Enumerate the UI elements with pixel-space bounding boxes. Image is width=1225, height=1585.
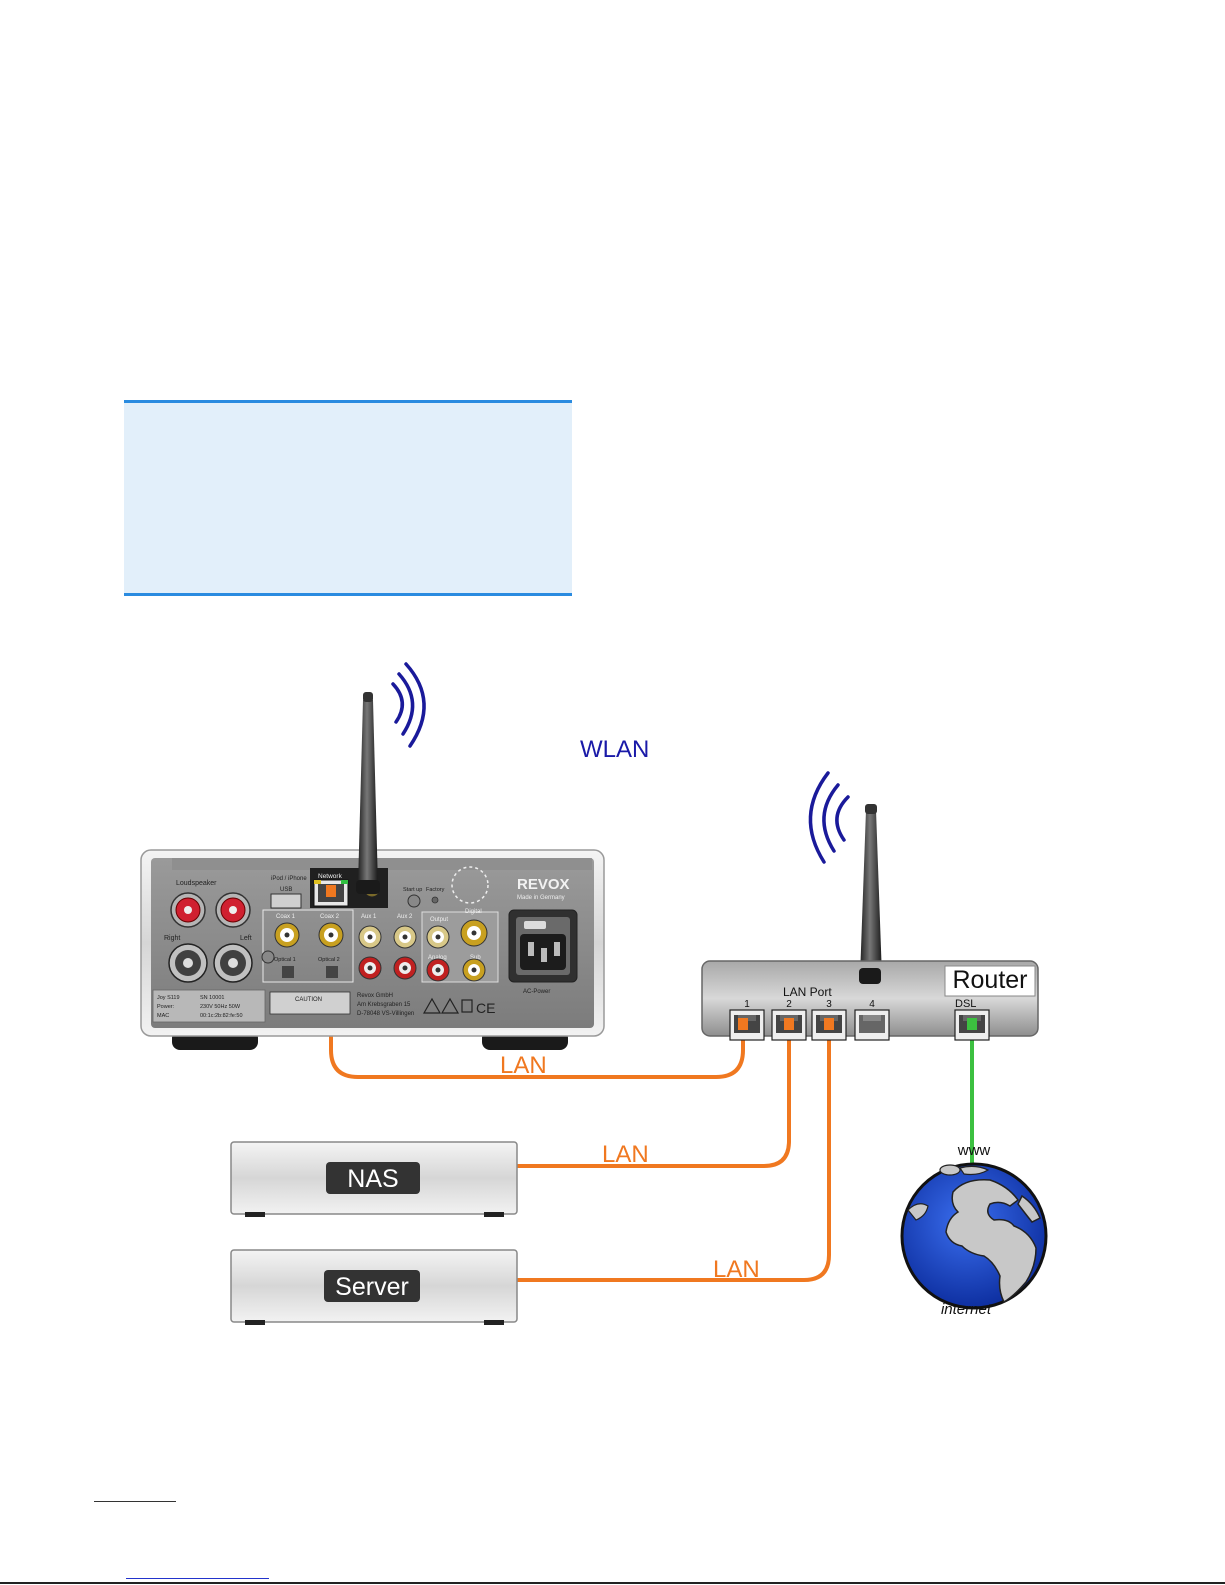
router-label: Router [952, 966, 1027, 994]
router-port-4: 4 [854, 999, 890, 1041]
svg-text:Optical 2: Optical 2 [318, 957, 340, 963]
svg-text:Loudspeaker: Loudspeaker [176, 880, 217, 887]
svg-text:D-78048 VS-Villingen: D-78048 VS-Villingen [357, 1011, 414, 1017]
nas-box: NAS [230, 1141, 518, 1217]
router: Router LAN Port DSL 1 2 3 4 [701, 804, 1039, 1041]
footnote-rule [94, 1501, 176, 1502]
speaker-terminal-red-left [215, 892, 251, 928]
svg-text:Analog: Analog [428, 955, 447, 961]
svg-text:00:1c:2b:82:fe:50: 00:1c:2b:82:fe:50 [200, 1013, 243, 1019]
dsl-port-label: DSL [955, 998, 976, 1010]
footer-link-underline [126, 1578, 269, 1579]
device-antenna [356, 692, 380, 894]
page-bottom-rule [0, 1582, 1225, 1584]
svg-text:Factory: Factory [426, 887, 445, 893]
svg-text:CAUTION: CAUTION [295, 997, 322, 1003]
svg-text:Made in Germany: Made in Germany [517, 895, 565, 901]
port-number: 1 [744, 999, 750, 1010]
svg-text:USB: USB [280, 887, 292, 893]
rca-digital [460, 919, 488, 947]
lan-label-device: LAN [500, 1052, 547, 1079]
server-box: Server [230, 1249, 518, 1325]
lan-label-server: LAN [713, 1256, 760, 1283]
svg-text:Power:: Power: [157, 1004, 175, 1010]
rca-coax1 [274, 922, 300, 948]
rca-aux2-red [393, 956, 417, 980]
audio-device: Loudspeaker Right Left Joy S119 SN 10001… [140, 692, 605, 1050]
port-number: 3 [826, 999, 832, 1010]
wlan-label: WLAN [580, 736, 649, 763]
svg-text:SN 10001: SN 10001 [200, 995, 224, 1001]
rca-aux2-white [393, 925, 417, 949]
www-label: www [957, 1142, 991, 1159]
svg-text:Optical 1: Optical 1 [274, 957, 296, 963]
rca-out-red [426, 958, 450, 982]
svg-text:iPod / iPhone: iPod / iPhone [271, 876, 307, 882]
port-number: 4 [869, 999, 875, 1010]
speaker-terminal-black-left [213, 943, 253, 983]
svg-text:Aux 1: Aux 1 [361, 914, 377, 920]
rca-aux1-white [358, 925, 382, 949]
svg-text:Start up: Start up [403, 887, 422, 893]
svg-text:Coax 2: Coax 2 [320, 914, 340, 920]
rca-sub [462, 958, 486, 982]
lan-label-nas: LAN [602, 1141, 649, 1168]
nas-label: NAS [347, 1165, 398, 1193]
svg-text:230V 50Hz 50W: 230V 50Hz 50W [200, 1004, 241, 1010]
svg-text:Sub: Sub [470, 955, 481, 961]
svg-text:REVOX: REVOX [517, 876, 570, 893]
router-wifi-waves-icon [808, 771, 850, 864]
svg-text:Digital: Digital [465, 909, 482, 915]
svg-text:Network: Network [318, 873, 343, 880]
svg-text:Coax 1: Coax 1 [276, 914, 296, 920]
svg-text:AC-Power: AC-Power [523, 989, 550, 995]
lan-cable-nas [512, 1028, 791, 1168]
svg-text:Am Krebsgraben 15: Am Krebsgraben 15 [357, 1002, 411, 1008]
svg-text:Revox GmbH: Revox GmbH [357, 993, 393, 999]
svg-text:MAC: MAC [157, 1013, 169, 1019]
server-label: Server [335, 1273, 409, 1301]
svg-text:Output: Output [430, 917, 448, 923]
svg-text:Joy S119: Joy S119 [157, 995, 180, 1001]
lan-cable-server [512, 1028, 831, 1282]
internet-label: internet [941, 1301, 992, 1318]
warning-symbols-icon: CE [422, 997, 495, 1016]
note-box [124, 400, 572, 596]
svg-text:CE: CE [476, 1000, 495, 1016]
rca-aux1-red [358, 956, 382, 980]
rca-out-white [426, 925, 450, 949]
svg-text:Right: Right [164, 935, 180, 942]
router-antenna [860, 804, 882, 977]
port-number: 2 [786, 999, 792, 1010]
speaker-terminal-black-right [168, 943, 208, 983]
lan-port-label: LAN Port [783, 985, 832, 999]
speaker-terminal-red-right [170, 892, 206, 928]
svg-text:Left: Left [240, 935, 252, 942]
globe-icon: www internet [900, 1142, 1048, 1318]
lan-cable-device [329, 878, 745, 1079]
svg-text:Aux 2: Aux 2 [397, 914, 413, 920]
rca-coax2 [318, 922, 344, 948]
device-wifi-waves-icon [391, 662, 426, 748]
